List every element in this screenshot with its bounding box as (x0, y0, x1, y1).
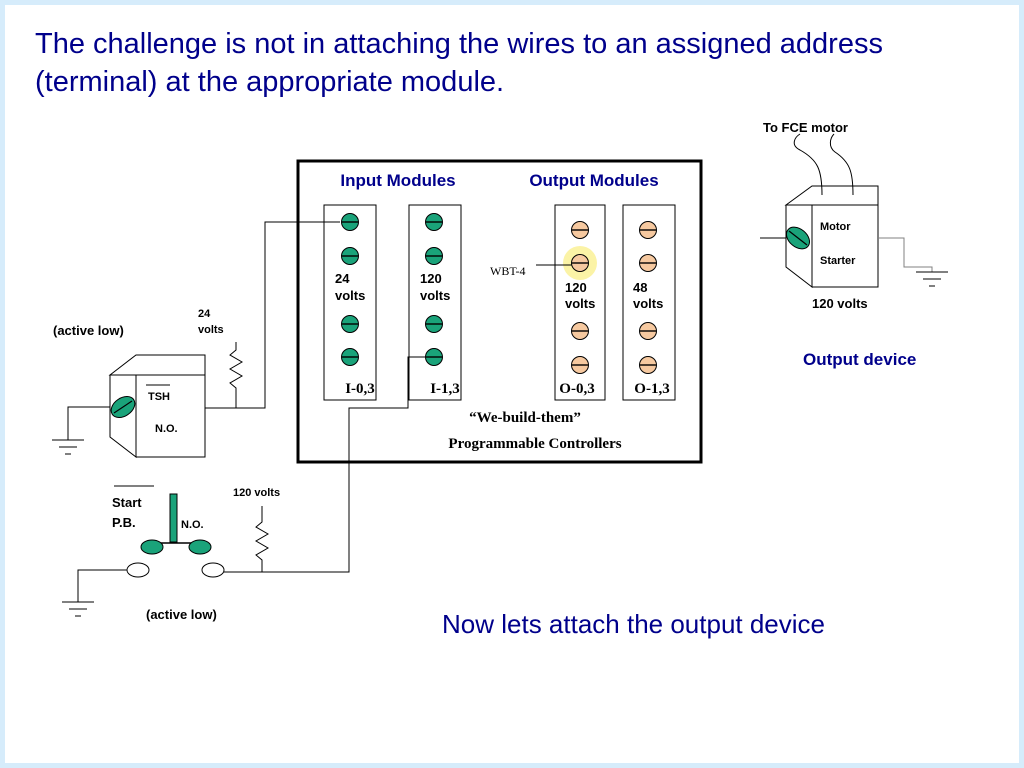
module-i-0-3: 24 volts I-0,3 (323, 204, 377, 401)
ground-icon (51, 439, 85, 455)
motor-starter-device: Motor Starter To FCE motor 120 volts Out… (763, 120, 916, 369)
tsh-supply: 24 (198, 308, 211, 320)
module-voltage-unit: volts (565, 296, 595, 311)
terminal-screw-icon[interactable] (424, 246, 444, 266)
terminal-screw-icon[interactable] (340, 347, 360, 367)
pb-state: N.O. (181, 519, 204, 531)
plc-name: Programmable Controllers (448, 436, 621, 452)
terminal-screw-icon[interactable] (638, 220, 658, 240)
terminal-screw-icon[interactable] (638, 355, 658, 375)
terminal-screw-icon[interactable] (570, 220, 590, 240)
module-i-1-3: 120 volts I-1,3 (408, 204, 462, 401)
pb-contact-icon (188, 539, 212, 555)
terminal-screw-icon[interactable] (638, 253, 658, 273)
tsh-state: N.O. (155, 423, 178, 435)
module-voltage: 48 (633, 280, 647, 295)
pb-contact-icon (140, 539, 164, 555)
module-address: I-0,3 (345, 381, 375, 397)
pb-terminal-icon (126, 562, 150, 578)
pb-plunger-icon (169, 493, 178, 543)
input-modules-header: Input Modules (340, 171, 455, 190)
slide-title: The challenge is not in attaching the wi… (35, 28, 883, 98)
module-o-1-3: 48 volts O-1,3 (622, 204, 676, 401)
terminal-screw-icon[interactable] (340, 314, 360, 334)
module-o-0-3: 120 volts O-0,3 (554, 204, 606, 401)
module-voltage-unit: volts (633, 296, 663, 311)
terminal-screw-icon[interactable] (570, 253, 590, 273)
module-address: I-1,3 (430, 381, 460, 397)
tsh-note: (active low) (53, 323, 124, 338)
terminal-screw-icon[interactable] (570, 355, 590, 375)
terminal-screw-icon[interactable] (638, 321, 658, 341)
terminal-screw-icon[interactable] (570, 321, 590, 341)
wiring-diagram: Input Modules Output Modules “We-build-t… (51, 120, 949, 622)
module-voltage: 120 (565, 280, 587, 295)
tsh-label: TSH (148, 391, 170, 403)
slide: The challenge is not in attaching the wi… (5, 5, 1019, 763)
plc-brand: “We-build-them” (469, 410, 581, 426)
terminal-screw-icon[interactable] (340, 246, 360, 266)
terminal-screw-icon[interactable] (424, 347, 444, 367)
output-device-caption: Output device (803, 350, 916, 369)
pb-supply: 120 volts (233, 487, 280, 499)
motor-starter-label-2: Starter (820, 255, 856, 267)
module-address: O-1,3 (634, 381, 669, 397)
ground-icon (61, 601, 95, 617)
terminal-screw-icon[interactable] (424, 212, 444, 232)
module-voltage: 120 (420, 271, 442, 286)
module-voltage: 24 (335, 271, 350, 286)
pb-terminal-icon (201, 562, 225, 578)
svg-text:WBT-4: WBT-4 (490, 264, 526, 278)
motor-starter-supply: 120 volts (812, 296, 868, 311)
slide-caption: Now lets attach the output device (442, 609, 826, 639)
pb-label-start: Start (112, 495, 142, 510)
fce-motor-label: To FCE motor (763, 120, 848, 135)
output-modules-header: Output Modules (529, 171, 658, 190)
terminal-screw-icon[interactable] (340, 212, 360, 232)
motor-starter-label: Motor (820, 221, 851, 233)
start-pushbutton: Start P.B. N.O. (active low) 120 volts (112, 485, 280, 622)
wbt-4-label: WBT-4 (490, 264, 572, 278)
tsh-device: TSH N.O. (active low) 24 volts (53, 308, 224, 459)
terminal-screw-icon[interactable] (424, 314, 444, 334)
module-voltage-unit: volts (420, 288, 450, 303)
pb-note: (active low) (146, 607, 217, 622)
tsh-supply-unit: volts (198, 324, 224, 336)
module-voltage-unit: volts (335, 288, 365, 303)
ground-icon (915, 271, 949, 287)
module-address: O-0,3 (559, 381, 594, 397)
pb-label-pb: P.B. (112, 515, 136, 530)
